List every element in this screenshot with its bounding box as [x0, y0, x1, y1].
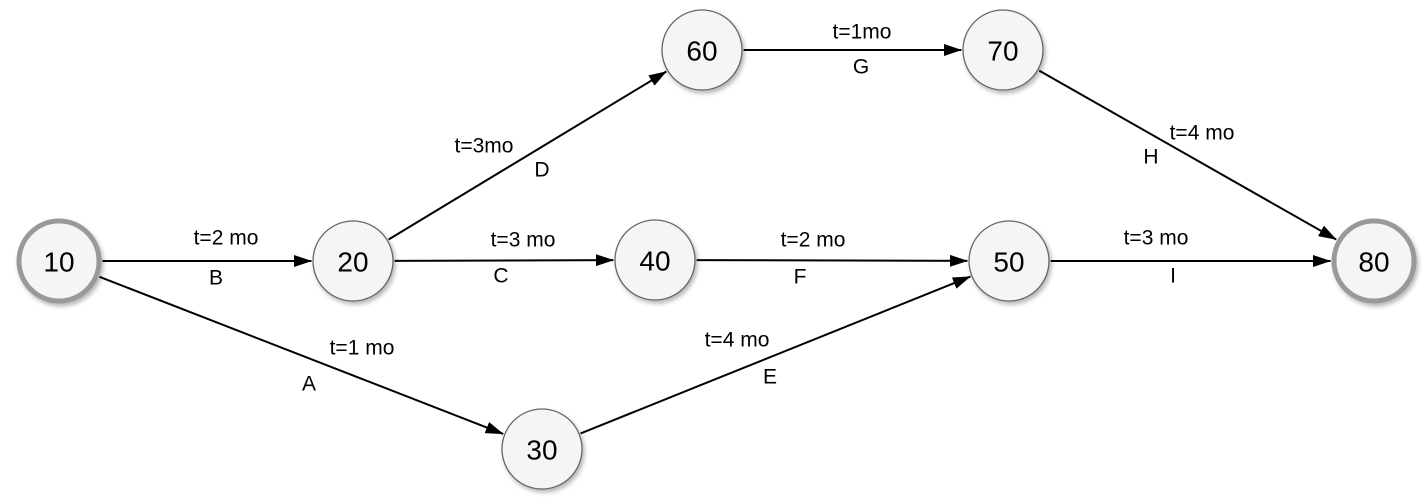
node-10-circle: [16, 218, 102, 304]
node-80: 80: [1331, 218, 1417, 304]
edge-H-activity-label: H: [1143, 146, 1158, 169]
node-60-label: 60: [686, 36, 717, 67]
node-60-circle: [661, 9, 743, 91]
node-40: 40: [614, 219, 696, 301]
edge-C-duration-label: t=3 mo: [491, 229, 556, 252]
node-30-label: 30: [526, 435, 557, 466]
node-70: 70: [962, 9, 1044, 91]
node-50: 50: [968, 220, 1050, 302]
node-20-circle: [312, 220, 394, 302]
edge-F-arrow: [696, 254, 968, 267]
edge-E-duration-label: t=4 mo: [705, 329, 770, 352]
node-30: 30: [501, 408, 583, 490]
node-60: 60: [661, 9, 743, 91]
node-30-circle: [501, 408, 583, 490]
edge-A-duration-label: t=1 mo: [330, 337, 395, 360]
edges-layer: [99, 44, 1337, 435]
node-40-label: 40: [639, 246, 670, 277]
edge-D-arrow: [388, 70, 667, 241]
edge-I-activity-label: I: [1170, 265, 1176, 288]
node-20-label: 20: [337, 247, 368, 278]
edge-A-arrow: [99, 275, 504, 435]
edge-H-duration-label: t=4 mo: [1170, 122, 1235, 145]
edge-C-arrow: [394, 254, 614, 267]
node-50-circle: [968, 220, 1050, 302]
edge-C-activity-label: C: [493, 265, 508, 288]
node-10: 10: [16, 218, 102, 304]
edge-D-duration-label: t=3mo: [455, 135, 514, 158]
edge-A-activity-label: A: [302, 373, 316, 396]
node-40-circle: [614, 219, 696, 301]
edge-H-arrow: [1038, 69, 1337, 241]
node-70-label: 70: [987, 36, 1018, 67]
edge-G-activity-label: G: [853, 56, 869, 79]
edge-B-duration-label: t=2 mo: [194, 227, 259, 250]
edge-G-duration-label: t=1mo: [833, 21, 892, 44]
node-50-label: 50: [993, 247, 1024, 278]
node-20: 20: [312, 220, 394, 302]
edge-F-duration-label: t=2 mo: [781, 229, 846, 252]
edge-E-arrow: [580, 275, 971, 435]
node-10-label: 10: [43, 247, 74, 278]
edge-B-activity-label: B: [209, 267, 223, 290]
edge-D-activity-label: D: [534, 159, 549, 182]
edge-I-duration-label: t=3 mo: [1124, 227, 1189, 250]
node-70-circle: [962, 9, 1044, 91]
edge-F-activity-label: F: [794, 266, 807, 289]
edge-E-activity-label: E: [763, 366, 777, 389]
node-80-circle: [1331, 218, 1417, 304]
nodes-layer: 10 20 30 40 50 60 70 80: [16, 9, 1417, 490]
node-80-label: 80: [1358, 247, 1389, 278]
